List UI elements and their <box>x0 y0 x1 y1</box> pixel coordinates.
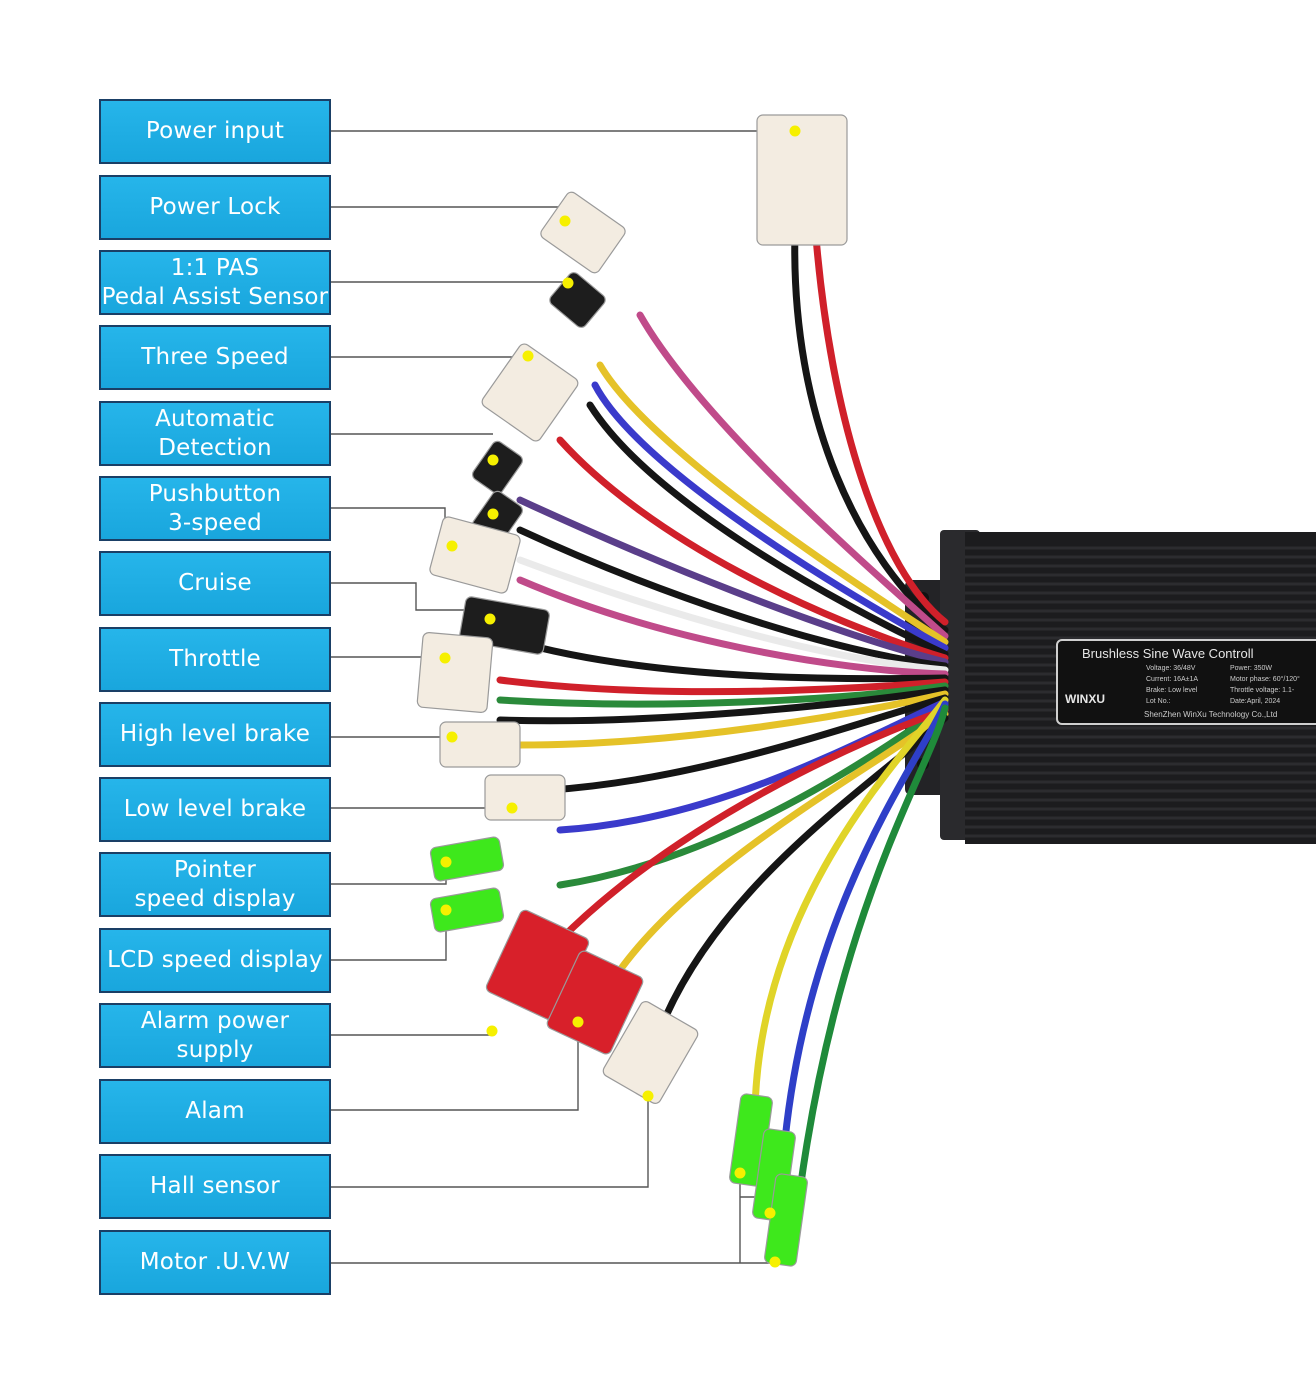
wire <box>556 698 949 834</box>
callout-marker <box>440 856 452 868</box>
connector <box>416 631 494 714</box>
connector <box>439 721 521 768</box>
spec-left-3: Lot No.: <box>1146 698 1171 705</box>
wire <box>496 682 949 708</box>
connector <box>546 950 644 1055</box>
label-pas-sensor: 1:1 PAS Pedal Assist Sensor <box>99 250 331 315</box>
callout-marker <box>486 1025 498 1037</box>
spec-right-1: Motor phase: 60°/120° <box>1230 675 1300 683</box>
wire-bundle <box>496 221 949 1194</box>
callout-marker <box>769 1256 781 1268</box>
wire <box>596 361 949 646</box>
connector <box>429 516 521 594</box>
callout-marker <box>487 508 499 520</box>
spec-right-2: Throttle voltage: 1.1- <box>1230 687 1295 694</box>
leader-line <box>331 582 490 611</box>
callout-marker <box>559 215 571 227</box>
leader-line <box>331 507 446 545</box>
label-cruise: Cruise <box>99 551 331 616</box>
leader-line <box>331 206 566 221</box>
spec-left-0: Voltage: 36/48V <box>1146 665 1196 672</box>
connector <box>484 774 566 821</box>
wire <box>556 436 949 662</box>
wire <box>516 496 949 666</box>
label-lcd-speed-display: LCD speed display <box>99 928 331 993</box>
callout-marker <box>642 1090 654 1102</box>
connector <box>472 440 523 495</box>
leader-line <box>331 860 447 885</box>
callout-marker <box>789 125 801 137</box>
spec-right-3: Date:April, 2024 <box>1230 698 1280 705</box>
controller-body: Brushless Sine Wave Controll WINXU Volta… <box>905 530 1316 844</box>
wire <box>586 401 949 658</box>
callout-marker <box>506 802 518 814</box>
connector <box>549 272 606 328</box>
callout-marker <box>439 652 451 664</box>
wire <box>636 311 949 640</box>
label-three-speed: Three Speed <box>99 325 331 390</box>
controller-maker: ShenZhen WinXu Technology Co.,Ltd <box>1144 710 1277 719</box>
label-throttle: Throttle <box>99 627 331 692</box>
controller-title: Brushless Sine Wave Controll <box>1082 646 1254 661</box>
callout-marker <box>440 904 452 916</box>
connector <box>756 114 848 246</box>
leader-line <box>331 1022 579 1111</box>
callout-marker <box>446 540 458 552</box>
wire <box>516 526 949 670</box>
callout-marker <box>487 454 499 466</box>
wire <box>751 696 949 1114</box>
spec-left-2: Brake: Low level <box>1146 687 1198 694</box>
connector <box>540 191 626 274</box>
label-high-level-brake: High level brake <box>99 702 331 767</box>
callout-marker <box>484 613 496 625</box>
callout-marker <box>562 277 574 289</box>
callout-marker <box>572 1016 584 1028</box>
leader-line <box>331 1096 649 1188</box>
wire <box>791 226 949 634</box>
leader-line <box>331 910 447 961</box>
label-low-level-brake: Low level brake <box>99 777 331 842</box>
wire <box>546 694 949 794</box>
wire <box>811 221 949 626</box>
callout-marker <box>734 1167 746 1179</box>
label-alam: Alam <box>99 1079 331 1144</box>
wire <box>516 576 949 678</box>
wire <box>591 381 949 652</box>
leader-line <box>331 1170 775 1264</box>
connectors <box>416 114 848 1267</box>
wire <box>516 556 949 674</box>
label-automatic-detection: Automatic Detection <box>99 401 331 466</box>
label-pushbutton-3-speed: Pushbutton 3-speed <box>99 476 331 541</box>
callout-marker <box>446 731 458 743</box>
label-alarm-power-supply: Alarm power supply <box>99 1003 331 1068</box>
wire <box>496 686 949 725</box>
label-power-input: Power input <box>99 99 331 164</box>
wire <box>556 702 949 889</box>
label-pointer-speed-display: Pointer speed display <box>99 852 331 917</box>
wire <box>516 690 949 749</box>
wire <box>781 700 949 1144</box>
wire <box>496 676 949 696</box>
wire <box>556 706 949 944</box>
label-hall-sensor: Hall sensor <box>99 1154 331 1219</box>
callout-markers <box>439 125 801 1268</box>
label-motor-uvw: Motor .U.V.W <box>99 1230 331 1295</box>
spec-right-0: Power: 350W <box>1230 665 1272 672</box>
label-power-lock: Power Lock <box>99 175 331 240</box>
callout-marker <box>522 350 534 362</box>
connector <box>481 343 579 442</box>
connector <box>429 887 505 933</box>
wire <box>796 704 949 1194</box>
connector <box>429 836 505 882</box>
wire <box>506 636 949 683</box>
controller-brand: WINXU <box>1065 692 1105 706</box>
callout-marker <box>764 1207 776 1219</box>
wire <box>616 710 949 974</box>
spec-left-1: Current: 16A±1A <box>1146 676 1198 683</box>
connector <box>602 1001 699 1104</box>
wire <box>656 714 949 1034</box>
